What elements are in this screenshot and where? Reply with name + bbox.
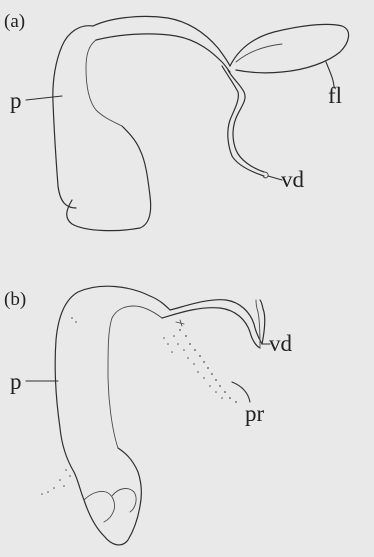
panel-b: (b) — [4, 286, 293, 545]
panel-a-leader-p — [26, 96, 62, 100]
panel-b-vas-deferens — [260, 300, 265, 344]
panel-b-upper-duct — [150, 296, 262, 344]
panel-b-penis-lower-fold-2 — [112, 489, 136, 512]
panel-b-penis-lower-fold — [84, 491, 115, 522]
panel-a-flagellum-inner — [236, 44, 282, 62]
panel-b-leader-pr — [232, 382, 250, 402]
panel-b-retractor-stipple — [41, 317, 237, 495]
panel-b-lower-duct — [162, 308, 260, 348]
panel-a-penis-lower-loop — [67, 126, 151, 231]
panel-b-label-p: p — [10, 369, 22, 394]
panel-a-label-p: p — [10, 88, 22, 113]
panel-a-leader-vd — [268, 176, 282, 180]
panel-b-penis-outer — [55, 286, 150, 545]
panel-b-label: (b) — [4, 289, 26, 310]
panel-b-vas-deferens-wall — [256, 300, 260, 348]
panel-b-label-vd: vd — [269, 331, 293, 356]
panel-a-flagellum-outline — [230, 24, 349, 72]
panel-a-label-vd: vd — [281, 167, 305, 192]
panel-b-penis-inner — [108, 306, 162, 448]
panel-a-label-fl: fl — [328, 83, 342, 108]
panel-a-upper-duct — [93, 16, 230, 66]
panel-b-retractor-mark — [176, 320, 184, 326]
panel-b-label-pr: pr — [245, 401, 265, 426]
panel-a-penis-inner-fold — [86, 40, 122, 126]
panel-a-penis-outline — [53, 26, 93, 208]
panel-a-label: (a) — [4, 11, 25, 32]
panel-a-vd-tip — [263, 172, 268, 178]
panel-a: (a) p fl vd — [4, 11, 349, 231]
panel-a-vas-deferens — [228, 70, 264, 172]
